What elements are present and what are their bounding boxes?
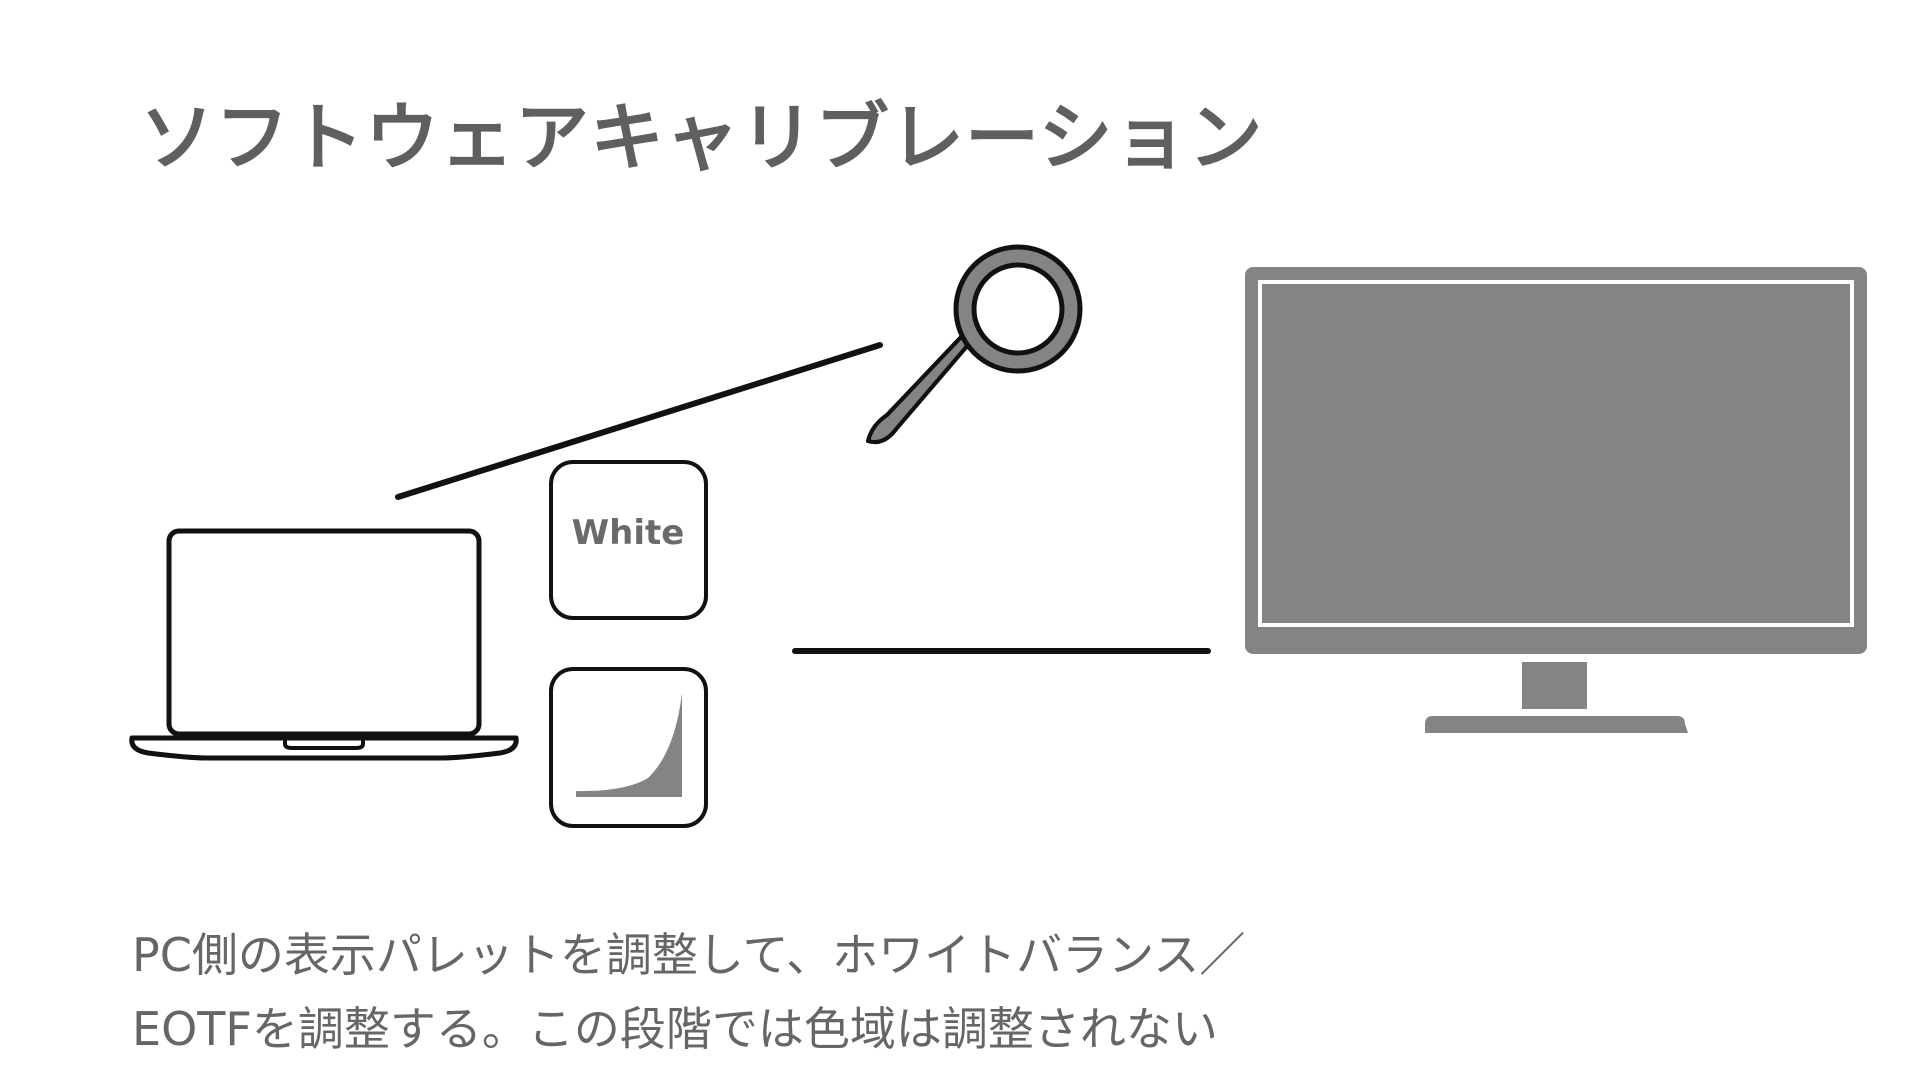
white-point-box: White: [549, 460, 708, 620]
laptop-icon: [129, 528, 519, 761]
white-box-label: White: [572, 513, 685, 553]
calibration-probe-icon: [866, 244, 1083, 445]
caption-line-1: PC側の表示パレットを調整して、ホワイトバランス／: [132, 928, 1246, 982]
caption: PC側の表示パレットを調整して、ホワイトバランス／ EOTFを調整する。この段階…: [132, 918, 1245, 1066]
slide-title: ソフトウェアキャリブレーション: [140, 95, 1264, 181]
caption-line-2: EOTFを調整する。この段階では色域は調整されない: [132, 1002, 1218, 1056]
laptop-probe-connector: [395, 342, 883, 500]
eotf-curve-icon: [576, 693, 682, 797]
eotf-curve-box: [549, 667, 708, 828]
monitor-icon: [1245, 267, 1867, 733]
